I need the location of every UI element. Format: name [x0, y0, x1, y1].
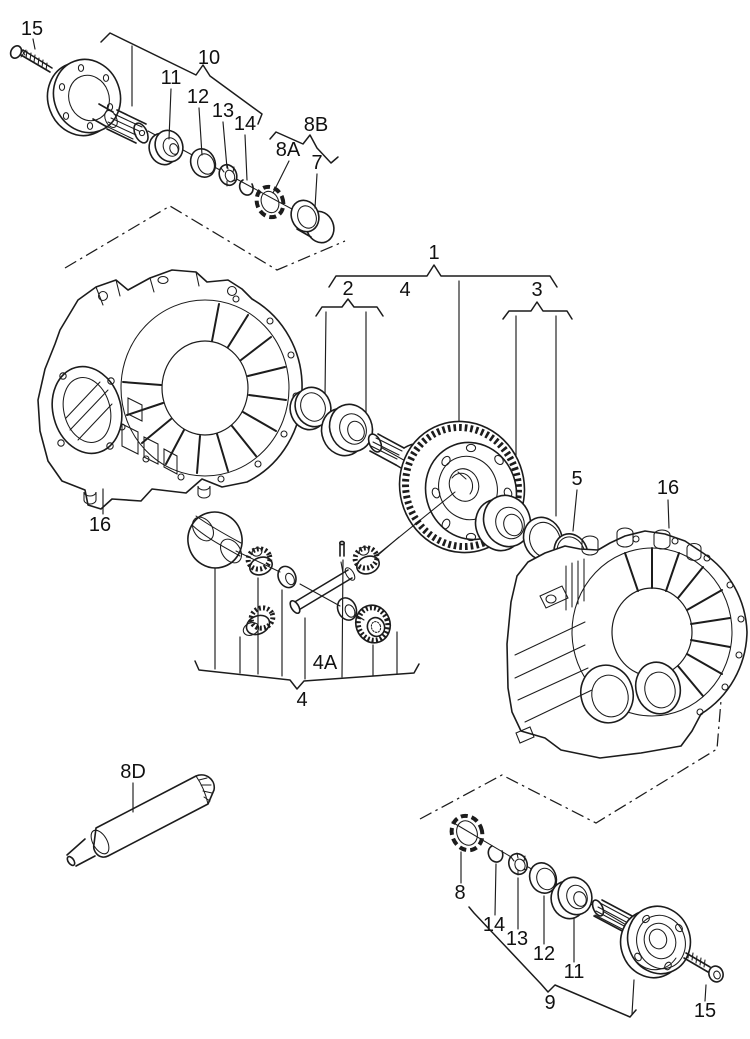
cap-7: [290, 199, 335, 244]
round-nut-top: [218, 163, 238, 187]
leader-8A: [272, 160, 290, 194]
leader-5: [572, 489, 578, 532]
bevel-pinion-3: [242, 605, 276, 636]
race-ring-bottom: [528, 862, 558, 894]
callout-8D[interactable]: 8D: [120, 761, 146, 783]
thrust-washer-1: [277, 565, 297, 589]
callout-7[interactable]: 7: [311, 152, 322, 174]
assembly-plane-line-top: [64, 205, 346, 271]
leader-15-bottom: [704, 984, 707, 1002]
callout-2[interactable]: 2: [342, 278, 353, 300]
leader-13-top: [222, 121, 228, 169]
bolt-bottom: [683, 950, 724, 983]
bevel-pinion-1: [245, 546, 273, 576]
leader-7: [314, 173, 318, 209]
callout-5[interactable]: 5: [571, 468, 582, 490]
bolt-holes-right-case: [632, 535, 745, 716]
callout-14-bottom[interactable]: 14: [483, 914, 505, 936]
callout-11-top[interactable]: 11: [161, 67, 182, 89]
callout-12-top[interactable]: 12: [187, 86, 209, 108]
leader-14-bottom: [494, 863, 497, 916]
assembly-plane-line-bottom: [419, 651, 726, 824]
leader-ringgear-diagonal: [376, 536, 400, 557]
callout-14-top[interactable]: 14: [234, 113, 256, 135]
lock-plate-top: [254, 184, 286, 220]
gearbox-housing-left: [37, 269, 303, 510]
snap-ring-bottom: [487, 845, 504, 863]
sealant-tube: [66, 774, 216, 867]
spider-ball-cage: [187, 511, 243, 569]
callout-4-center[interactable]: 4: [399, 279, 410, 301]
leader-11-top: [168, 88, 172, 140]
cover-bolt-holes: [57, 372, 115, 450]
leader-2a: [324, 311, 327, 397]
race-ring-top: [189, 148, 217, 178]
bracket-10: [100, 32, 263, 125]
callout-15-top[interactable]: 15: [21, 18, 43, 40]
drive-flange-shaft-top: [9, 45, 149, 144]
callout-13-bottom[interactable]: 13: [506, 928, 528, 950]
callout-8A[interactable]: 8A: [276, 139, 301, 161]
drive-flange-bottom: [591, 899, 692, 979]
taper-bearing-right: [474, 494, 532, 552]
callout-12-bottom[interactable]: 12: [533, 943, 555, 965]
housing-bosses: [581, 527, 702, 562]
gearbox-housing-right: [506, 527, 748, 759]
lock-plate-bottom: [449, 813, 485, 853]
leader-16-right: [667, 499, 670, 529]
bracket-1: [328, 264, 558, 288]
callout-16-right[interactable]: 16: [657, 477, 679, 499]
bracket-3: [502, 301, 573, 320]
leader-flange: [631, 979, 635, 1015]
round-nut-bottom: [507, 852, 529, 876]
callout-4-bottom[interactable]: 4: [296, 689, 307, 711]
callout-8B[interactable]: 8B: [304, 114, 328, 136]
callout-8[interactable]: 8: [454, 882, 465, 904]
callout-13-top[interactable]: 13: [212, 100, 234, 122]
callout-9[interactable]: 9: [544, 992, 555, 1014]
lock-pin: [338, 540, 345, 557]
side-gear: [354, 604, 392, 644]
leader-12-top: [198, 107, 203, 156]
callout-4A[interactable]: 4A: [313, 652, 338, 674]
bearing-bottom: [550, 876, 593, 920]
bracket-4: [194, 660, 420, 690]
callout-16-left[interactable]: 16: [89, 514, 111, 536]
bracket-2: [315, 298, 384, 317]
bracket-8B: [269, 131, 339, 164]
bolt-top: [9, 45, 53, 73]
flange-holes-top: [58, 64, 114, 130]
oil-seal: [289, 386, 332, 431]
leader-15-top: [32, 38, 36, 50]
leader-14-top: [244, 134, 248, 181]
callout-10[interactable]: 10: [198, 47, 220, 69]
bearing-top: [148, 129, 184, 166]
snap-ring-top: [238, 179, 254, 196]
bracket-9: [468, 906, 637, 1018]
differential-ring-gear: [367, 420, 526, 554]
callout-1[interactable]: 1: [428, 242, 439, 264]
leaders-bracket-4: [214, 559, 398, 680]
bevel-pinion-2: [352, 545, 380, 575]
callout-11-bottom[interactable]: 11: [564, 961, 585, 983]
callout-3[interactable]: 3: [531, 279, 542, 301]
flange-slots-bottom: [634, 914, 683, 971]
differential-spider-set: [187, 511, 392, 644]
taper-bearing-left: [320, 403, 374, 457]
callout-15-bottom[interactable]: 15: [694, 1000, 716, 1022]
